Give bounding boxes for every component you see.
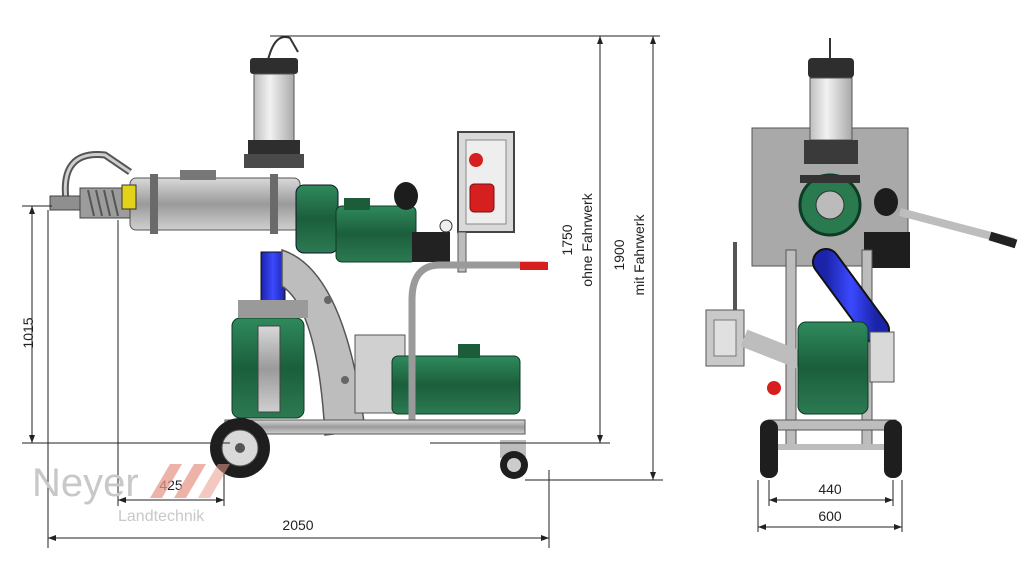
front-view-dimensions <box>757 480 903 532</box>
label-ohne-fahrwerk: ohne Fahrwerk <box>579 192 595 286</box>
side-view-machine <box>49 36 548 479</box>
dimension-440: 440 <box>818 481 842 497</box>
side-view-dimensions <box>22 35 663 548</box>
front-view-machine <box>705 38 1018 478</box>
dimension-2050: 2050 <box>282 517 313 533</box>
label-mit-fahrwerk: mit Fahrwerk <box>631 214 647 296</box>
dimension-1015: 1015 <box>20 317 36 348</box>
dimension-1900: 1900 <box>611 239 627 270</box>
watermark-subtitle: Landtechnik <box>118 508 205 525</box>
dimension-600: 600 <box>818 508 842 524</box>
neyer-watermark-logo <box>150 464 230 498</box>
watermark-brand: Neyer <box>32 461 139 505</box>
dimension-1750: 1750 <box>559 224 575 255</box>
